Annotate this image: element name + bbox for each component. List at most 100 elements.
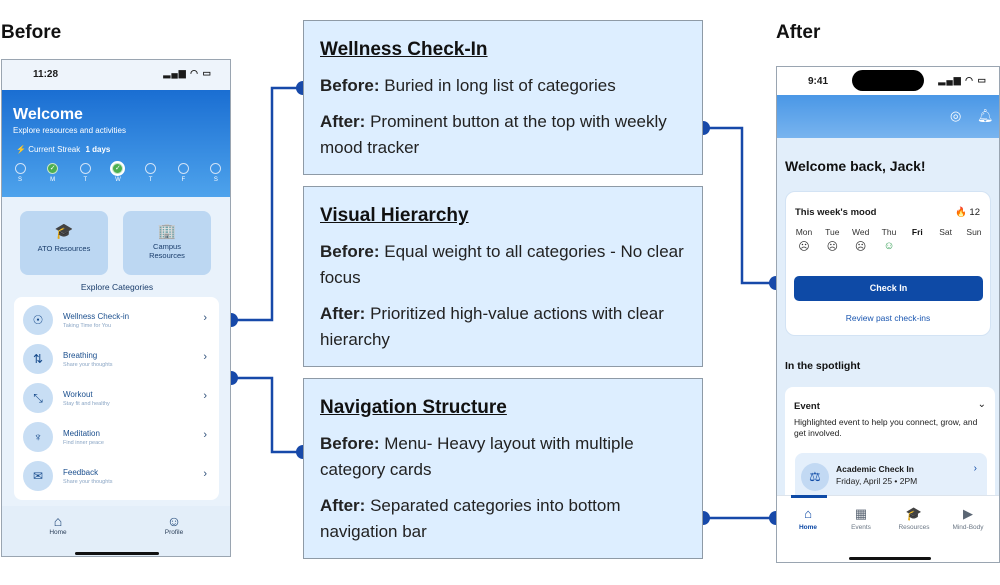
status-bar: 11:28 ▂▄▆ ◠ ▭ (2, 60, 230, 90)
bottom-nav: ⌂ Home ▦ Events 🎓 Resources ▶ Mind-Body (777, 495, 999, 562)
active-tab-indicator (791, 495, 827, 498)
category-label: Wellness Check-in (63, 312, 130, 321)
box-title: Visual Hierarchy (320, 205, 469, 226)
streak-value: 1 days (85, 145, 111, 154)
face-icon: ☹ (854, 241, 867, 253)
welcome-title: Welcome back, Jack! (785, 158, 926, 174)
spotlight-heading: In the spotlight (785, 360, 861, 372)
status-bar: 9:41 ▂▄▆ ◠ ▭ (777, 67, 999, 95)
day-item: S (210, 163, 222, 183)
chevron-right-icon: › (203, 390, 207, 402)
mood-title: This week's mood (795, 207, 877, 218)
day-item: ✓M (47, 163, 59, 183)
category-feedback[interactable]: ✉ Feedback Share your thoughts › (14, 458, 219, 497)
box-before-text: Before: Equal weight to all categories -… (320, 242, 684, 287)
mood-day: Thu☺ (875, 227, 903, 253)
breathing-icon: ⇅ (23, 344, 53, 374)
after-phone: 9:41 ▂▄▆ ◠ ▭ ◎ 🔔︎ Welcome back, Jack! Th… (776, 66, 1000, 563)
visual-hierarchy-box: Visual Hierarchy Before: Equal weight to… (303, 186, 703, 367)
before-heading: Before (1, 22, 62, 43)
home-indicator (849, 557, 931, 560)
lifebuoy-icon: ☉ (23, 305, 53, 335)
chevron-down-icon[interactable]: ⌄ (977, 399, 986, 410)
box-after-text: After: Separated categories into bottom … (320, 496, 621, 541)
signal-icon: ▂▄▆ ◠ ▭ (163, 68, 212, 78)
status-time: 9:41 (808, 76, 829, 87)
nav-label: Profile (164, 529, 184, 536)
building-icon: 🏢 (157, 223, 177, 240)
tab-label: Resources (898, 524, 930, 531)
event-description: Highlighted event to help you connect, g… (794, 417, 978, 438)
category-subtitle: Taking Time for You (63, 323, 112, 329)
category-label: Workout (63, 390, 93, 399)
check-icon: ✓ (112, 163, 124, 174)
meditation-icon: ♆ (23, 422, 53, 452)
category-meditation[interactable]: ♆ Meditation Find inner peace › (14, 419, 219, 458)
review-past-check-ins-link[interactable]: Review past check-ins (845, 313, 931, 323)
mood-day: Wed☹ (847, 227, 875, 253)
event-name: Academic Check In (836, 464, 914, 474)
home-indicator (75, 552, 159, 555)
category-label: Breathing (63, 351, 98, 360)
resource-label: ATO Resources (37, 244, 91, 253)
mood-day: Tue☹ (818, 227, 846, 253)
event-date: Friday, April 25 • 2PM (836, 476, 918, 486)
explore-categories-heading: Explore Categories (80, 282, 154, 292)
wellness-check-in-box: Wellness Check-In Before: Buried in long… (303, 20, 703, 175)
box-after-text: After: Prioritized high-value actions wi… (320, 304, 664, 349)
nav-label: Home (49, 529, 67, 536)
day-item: S (14, 163, 26, 183)
ato-resources-card[interactable]: 🎓 ATO Resources (20, 211, 108, 275)
home-icon: ⌂ (53, 513, 63, 529)
box-before-text: Before: Menu- Heavy layout with multiple… (320, 434, 634, 479)
category-wellness-check-in[interactable]: ☉ Wellness Check-in Taking Time for You … (14, 302, 219, 341)
category-subtitle: Stay fit and healthy (63, 401, 110, 407)
tab-events[interactable]: ▦ Events (835, 506, 887, 531)
category-breathing[interactable]: ⇅ Breathing Share your thoughts › (14, 341, 219, 380)
streak-indicator: ⚡ Current Streak 1 days (16, 145, 110, 154)
feedback-icon: ✉ (23, 461, 53, 491)
day-item: ✓W (112, 163, 124, 183)
welcome-hero: Welcome Explore resources and activities… (2, 90, 230, 197)
box-title: Navigation Structure (320, 397, 507, 418)
tab-label: Home (798, 524, 818, 531)
day-item: T (145, 163, 157, 183)
tab-label: Events (851, 524, 871, 531)
face-icon: ☺ (883, 240, 895, 252)
tab-mind-body[interactable]: ▶ Mind-Body (942, 506, 994, 531)
chevron-right-icon: › (203, 468, 207, 480)
dumbbell-icon: ⤡ (23, 383, 53, 413)
category-workout[interactable]: ⤡ Workout Stay fit and healthy › (14, 380, 219, 419)
after-heading: After (776, 22, 821, 43)
nav-home[interactable]: ⌂ Home (38, 513, 78, 536)
play-icon: ▶ (963, 506, 973, 521)
chevron-right-icon: › (203, 429, 207, 441)
nav-profile[interactable]: ☺ Profile (154, 513, 194, 536)
gavel-icon: ⚖ (801, 463, 829, 491)
streak-badge: 🔥 12 (954, 207, 980, 218)
tab-resources[interactable]: 🎓 Resources (888, 506, 940, 531)
category-subtitle: Share your thoughts (63, 362, 113, 368)
check-in-button[interactable]: Check In (794, 276, 983, 301)
campus-resources-card[interactable]: 🏢 Campus Resources (123, 211, 211, 275)
mood-day: Sun (966, 227, 982, 237)
chevron-right-icon: › (973, 463, 977, 474)
bell-icon[interactable]: 🔔︎ (977, 108, 994, 123)
welcome-title: Welcome (13, 106, 83, 123)
box-after-text: After: Prominent button at the top with … (320, 112, 667, 157)
day-item: F (177, 163, 189, 183)
before-phone: 11:28 ▂▄▆ ◠ ▭ Welcome Explore resources … (1, 59, 231, 557)
tab-label: Mind-Body (952, 524, 984, 531)
bolt-icon: ⚡ (16, 145, 26, 154)
event-title: Event (794, 401, 820, 412)
graduation-cap-icon: 🎓 (54, 223, 74, 240)
tab-home[interactable]: ⌂ Home (782, 506, 834, 531)
mood-day: Mon☹ (790, 227, 818, 253)
status-time: 11:28 (33, 69, 59, 80)
calendar-icon: ▦ (854, 506, 868, 521)
category-label: Feedback (63, 468, 99, 477)
account-icon[interactable]: ◎ (950, 108, 962, 123)
profile-icon: ☺ (166, 513, 182, 529)
streak-label: Current Streak (28, 145, 81, 154)
mood-day: Fri (911, 227, 923, 237)
